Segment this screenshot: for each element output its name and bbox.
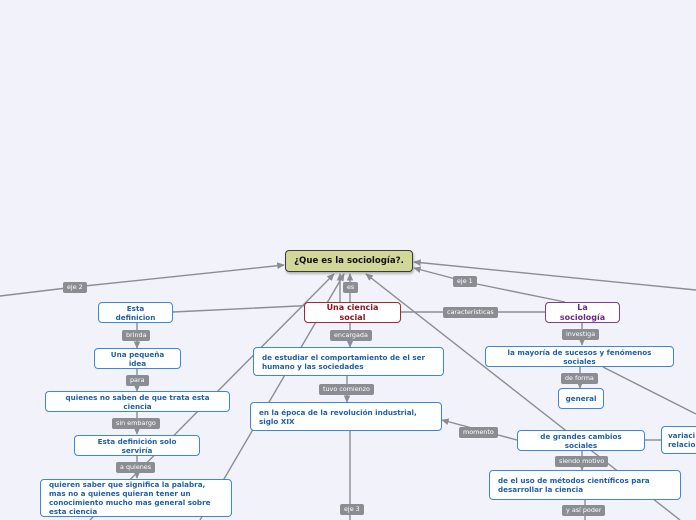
node-estudiar-comportamiento[interactable]: de estudiar el comportamiento de el ser …	[253, 347, 444, 376]
node-metodos-cientificos[interactable]: de el uso de métodos científicos para de…	[489, 470, 681, 500]
node-grandes-cambios[interactable]: de grandes cambios sociales	[517, 430, 645, 451]
connector-eje2	[0, 262, 285, 297]
label-eje2[interactable]: eje 2	[63, 282, 87, 293]
node-pequena-idea-text: Una pequeña idea	[110, 349, 165, 368]
node-quienes-no-saben[interactable]: quienes no saben de que trata esta cienc…	[45, 391, 230, 412]
node-general[interactable]: general	[558, 388, 604, 409]
node-estudiar-comportamiento-text: de estudiar el comportamiento de el ser …	[262, 352, 426, 371]
label-investiga[interactable]: investiga	[562, 329, 600, 340]
label-para[interactable]: para	[126, 375, 149, 386]
node-metodos-cientificos-text: de el uso de métodos científicos para de…	[498, 476, 650, 494]
label-encargada[interactable]: encargada	[330, 330, 372, 341]
node-esta-definicion[interactable]: Esta definicion	[98, 302, 173, 323]
node-la-sociologia-text: La sociología	[559, 302, 606, 322]
node-general-text: general	[565, 394, 597, 403]
node-quienes-no-saben-text: quienes no saben de que trata esta cienc…	[65, 392, 210, 411]
node-ciencia-social-text: Una ciencia social	[326, 302, 379, 322]
node-grandes-cambios-text: de grandes cambios sociales	[540, 431, 622, 450]
label-brinda[interactable]: brinda	[122, 330, 151, 341]
root-node[interactable]: ¿Que es la sociología?.	[285, 250, 413, 272]
connector-eje1	[413, 266, 566, 303]
node-epoca-revolucion-text: en la época de la revolución industrial,…	[259, 407, 417, 426]
label-momento[interactable]: momento	[459, 427, 498, 438]
node-definicion-serviria-text: Esta definición solo serviría	[97, 436, 177, 455]
label-es[interactable]: es	[343, 282, 359, 293]
node-mayoria-sucesos-text: la mayoría de sucesos y fenómenos social…	[507, 347, 652, 366]
label-eje1[interactable]: eje 1	[453, 276, 477, 287]
connector-right-edge	[413, 259, 696, 291]
label-a-quienes[interactable]: a quienes	[116, 462, 156, 473]
node-esta-definicion-text: Esta definicion	[115, 303, 156, 322]
node-quieren-saber[interactable]: quieren saber que significa la palabra, …	[40, 479, 232, 517]
node-variaciones[interactable]: variaci relacio	[661, 426, 696, 454]
label-siendo-motivo[interactable]: siendo motivo	[555, 456, 609, 467]
node-mayoria-sucesos[interactable]: la mayoría de sucesos y fenómenos social…	[485, 346, 674, 367]
label-tuvo-comienzo[interactable]: tuvo comienzo	[319, 384, 374, 395]
node-epoca-revolucion[interactable]: en la época de la revolución industrial,…	[250, 402, 442, 431]
node-pequena-idea[interactable]: Una pequeña idea	[94, 348, 181, 369]
node-ciencia-social[interactable]: Una ciencia social	[304, 302, 401, 323]
node-la-sociologia[interactable]: La sociología	[545, 302, 620, 323]
label-y-asi-poder[interactable]: y así poder	[562, 505, 606, 516]
label-sin-embargo[interactable]: sin embargo	[112, 418, 160, 429]
root-node-text: ¿Que es la sociología?.	[294, 255, 404, 266]
label-caracteristicas[interactable]: características	[443, 307, 498, 318]
label-de-forma[interactable]: de forma	[561, 373, 598, 384]
node-variaciones-text: variaci relacio	[668, 431, 696, 449]
connector-mayoria-right	[602, 366, 696, 415]
label-eje3[interactable]: eje 3	[340, 504, 364, 515]
node-definicion-serviria[interactable]: Esta definición solo serviría	[74, 435, 200, 456]
node-quieren-saber-text: quieren saber que significa la palabra, …	[49, 480, 211, 516]
